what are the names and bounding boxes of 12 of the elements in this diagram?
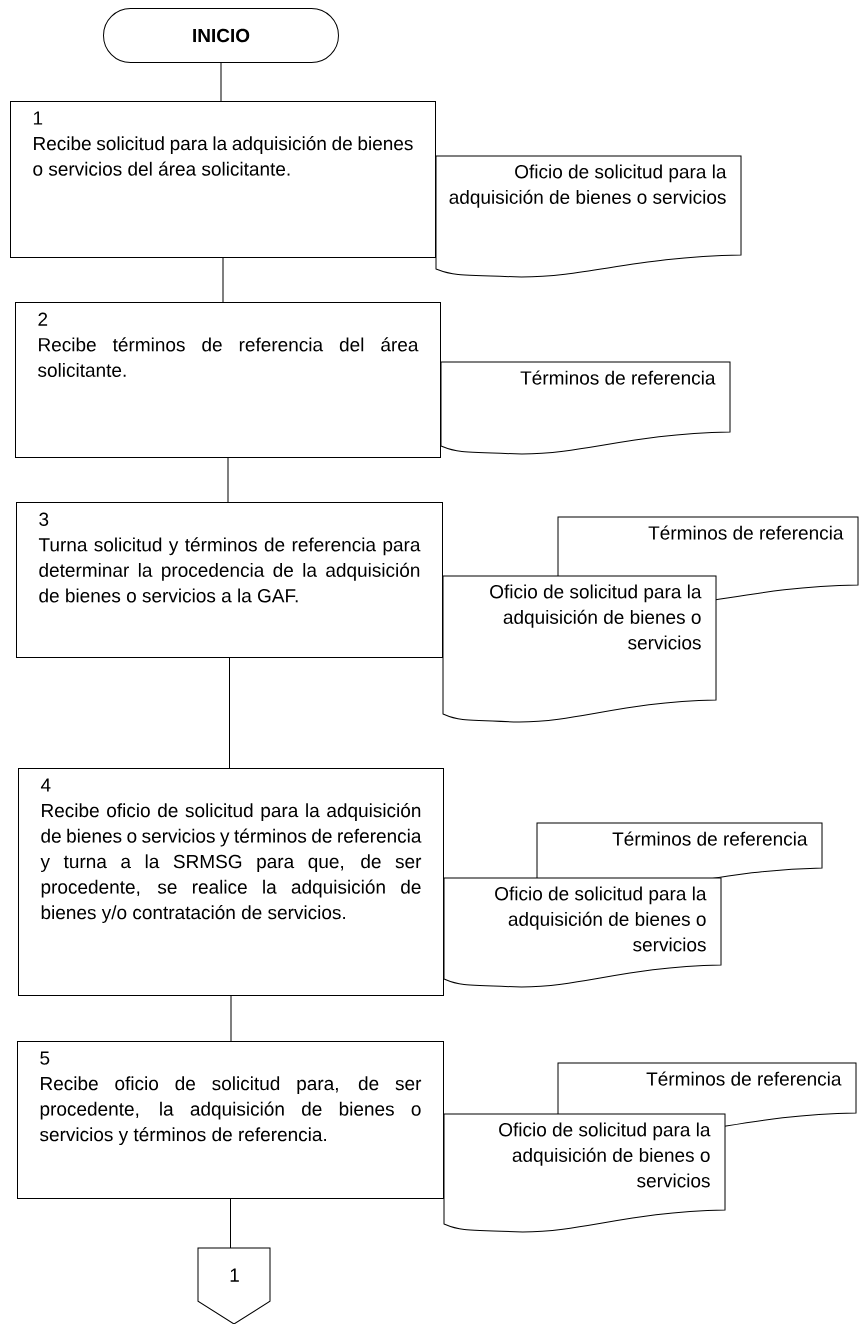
- connector-line: [229, 657, 230, 769]
- connector-line: [222, 257, 224, 303]
- process-box: 1 Recibe solicitud para la adquisición de bienes o servicios del área solicitante.: [10, 101, 436, 258]
- process-box: 5 Recibe oficio de solicitud para, de ser procedente, la adquisición de bienes o servicios y términos de referencia.: [17, 1041, 444, 1199]
- process-box: 4 Recibe oficio de solicitud para la adquisición de bienes o servicios y términos de referencia y turna a la SRMSG para que, de ser procedente, se realice la adquisición de bienes y/o contratación de servicios.: [18, 768, 444, 996]
- connector-line: [227, 457, 229, 503]
- connector-line: [220, 62, 222, 102]
- terminator: INICIO: [103, 8, 339, 63]
- off-page-connector: 1: [197, 1247, 271, 1324]
- connector-line: [230, 1198, 231, 1249]
- process-box: 3 Turna solicitud y términos de referencia para determinar la procedencia de la adquisición de bienes o servicios a la GAF.: [16, 502, 443, 658]
- connector-line: [230, 995, 232, 1042]
